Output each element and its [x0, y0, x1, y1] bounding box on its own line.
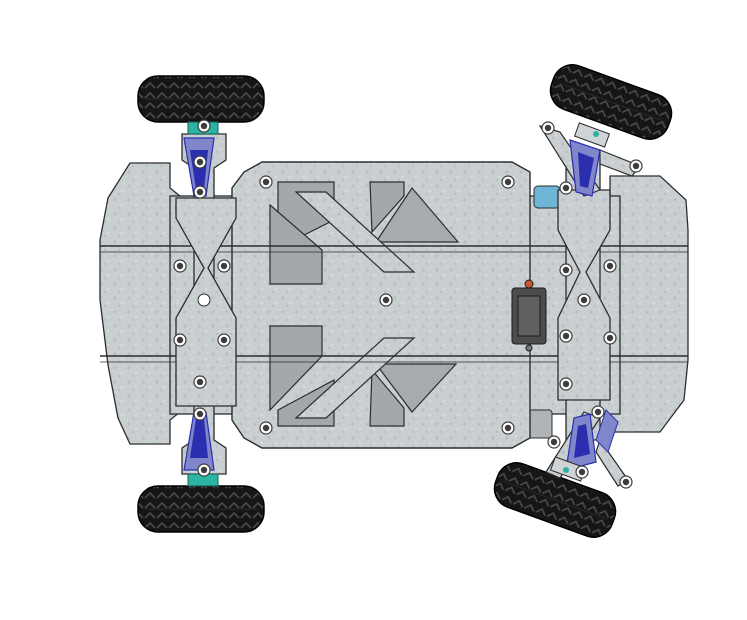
screw-socket — [196, 188, 204, 196]
screw-socket — [504, 424, 512, 432]
screw-socket — [544, 124, 552, 132]
screw-socket — [562, 266, 570, 274]
screw-socket — [196, 410, 204, 418]
screw-socket — [594, 408, 602, 416]
motor-assembly — [525, 185, 561, 439]
screw-socket — [622, 478, 630, 486]
motor-icon — [533, 185, 561, 209]
screws — [173, 119, 643, 489]
rear-right-tire — [137, 485, 265, 533]
screw-socket — [262, 424, 270, 432]
screw-socket — [200, 122, 208, 130]
rear-suspension — [175, 121, 237, 487]
screw-socket — [176, 336, 184, 344]
screw-socket — [562, 332, 570, 340]
steering-servo — [511, 279, 547, 352]
screw-socket — [200, 466, 208, 474]
screw-socket — [382, 296, 390, 304]
screw-socket — [562, 184, 570, 192]
screw-socket — [606, 334, 614, 342]
screw-socket — [196, 378, 204, 386]
screw-socket — [504, 178, 512, 186]
screw-socket — [196, 158, 204, 166]
screw-socket — [550, 438, 558, 446]
screw-socket — [262, 178, 270, 186]
front-right-tire — [493, 462, 617, 538]
front-left-tire — [549, 64, 673, 140]
screw-socket — [562, 380, 570, 388]
screw-socket — [578, 468, 586, 476]
screw-socket — [632, 162, 640, 170]
screw-socket — [220, 262, 228, 270]
lower-chassis-plate — [99, 162, 181, 445]
screw-socket — [606, 262, 614, 270]
screw-socket — [580, 296, 588, 304]
rear-left-tire — [137, 75, 265, 123]
lower-chassis-plate-front — [609, 175, 689, 433]
screw-socket — [220, 336, 228, 344]
screw-socket — [176, 262, 184, 270]
